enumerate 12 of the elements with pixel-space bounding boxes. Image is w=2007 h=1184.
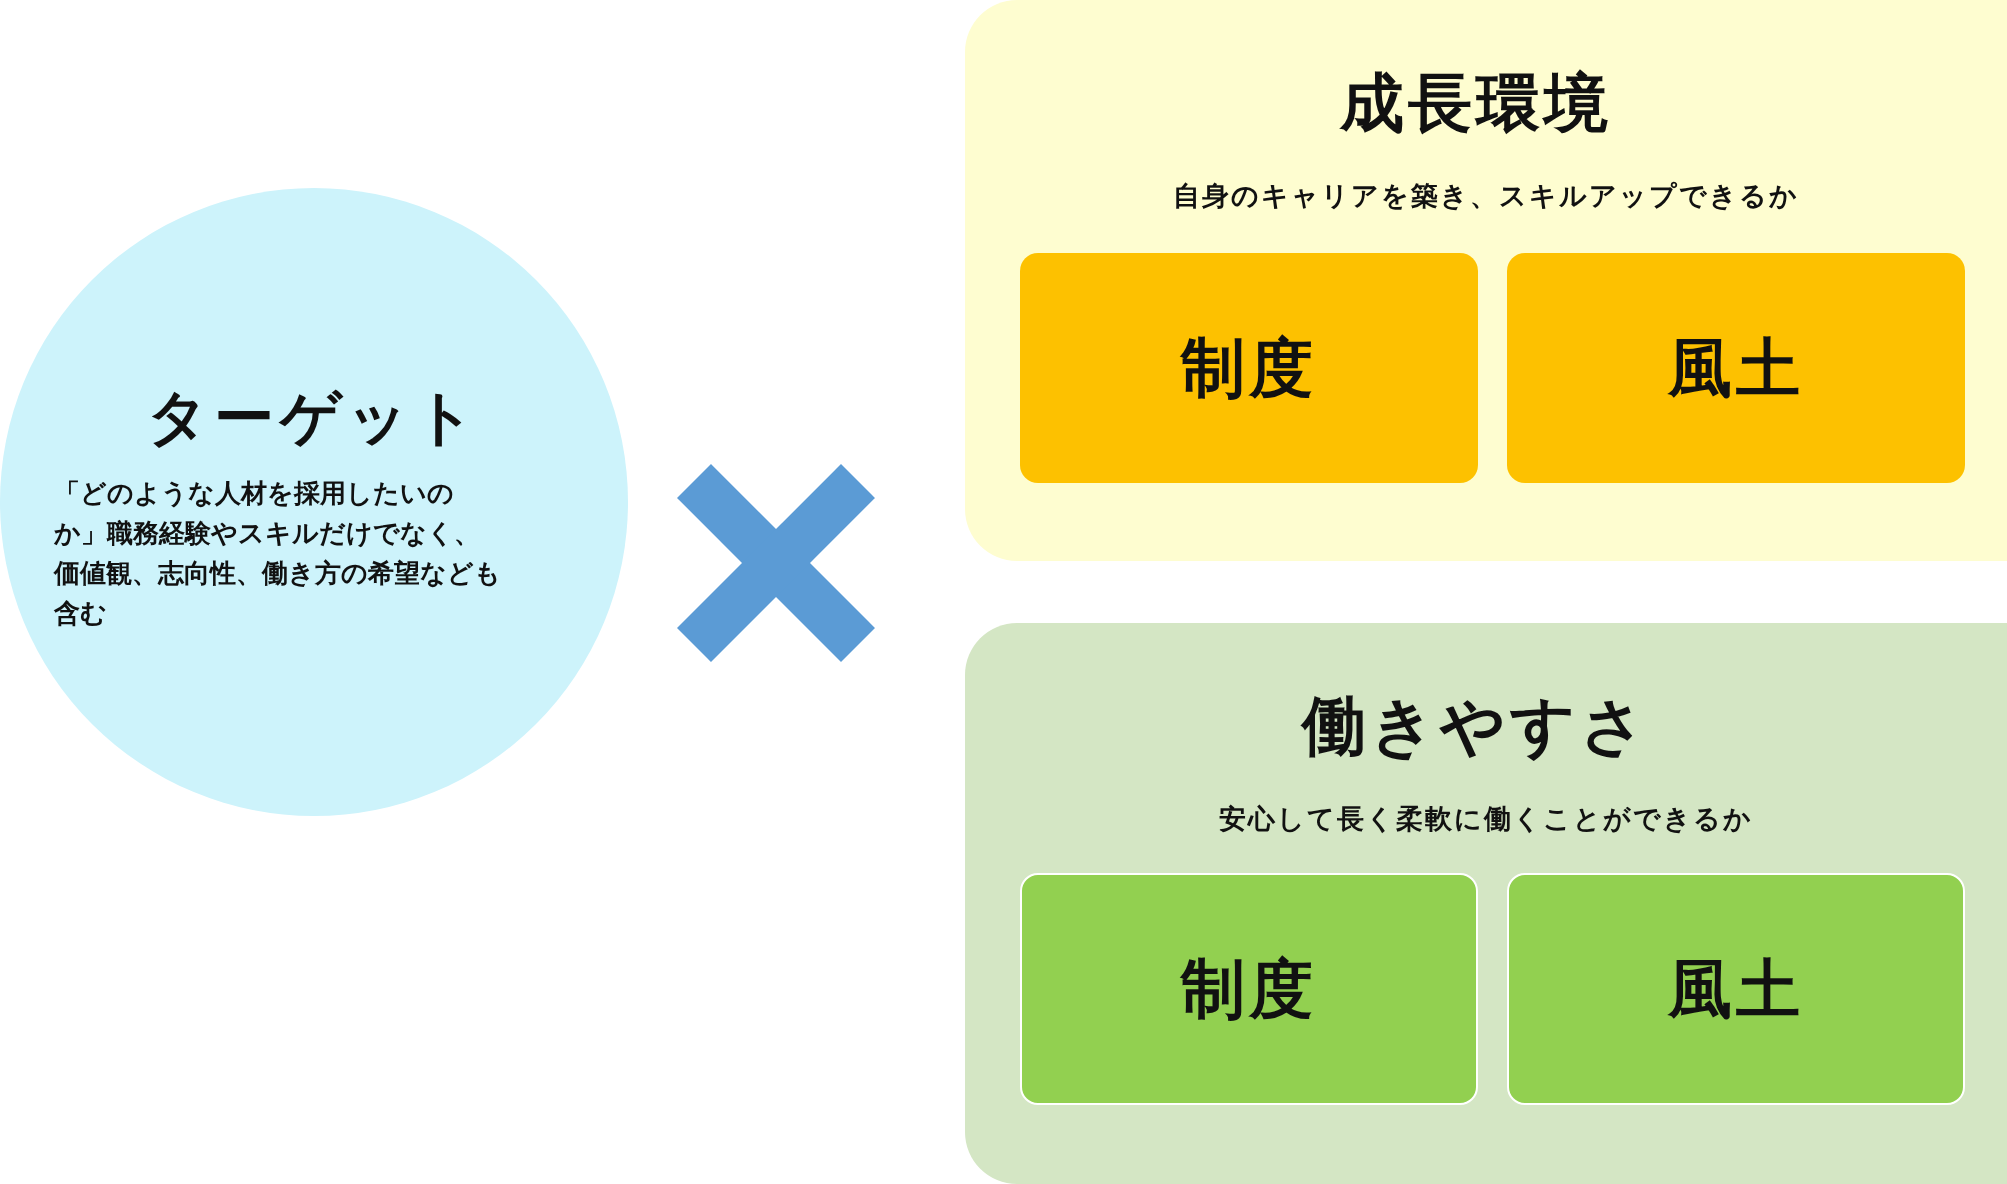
panel-subtitle: 自身のキャリアを築き、スキルアップできるか <box>1172 179 1800 213</box>
panel-heading: 成長環境 <box>1338 65 1613 142</box>
category-panel <box>965 0 2007 561</box>
item-box: 風土 <box>1507 873 1965 1105</box>
item-box: 風土 <box>1507 253 1965 483</box>
item-box: 制度 <box>1020 253 1478 483</box>
circle-heading: ターゲット <box>146 381 482 454</box>
panel-subtitle: 安心して長く柔軟に働くことができるか <box>1218 802 1754 836</box>
circle-description: 「どのような人材を採用したいのか」職務経験やスキルだけでなく、価値観、志向性、働き方の希望なども含む <box>54 477 502 630</box>
category-panel <box>965 623 2007 1184</box>
panel-heading: 働きやすさ <box>1299 688 1651 765</box>
item-box: 制度 <box>1020 873 1478 1105</box>
